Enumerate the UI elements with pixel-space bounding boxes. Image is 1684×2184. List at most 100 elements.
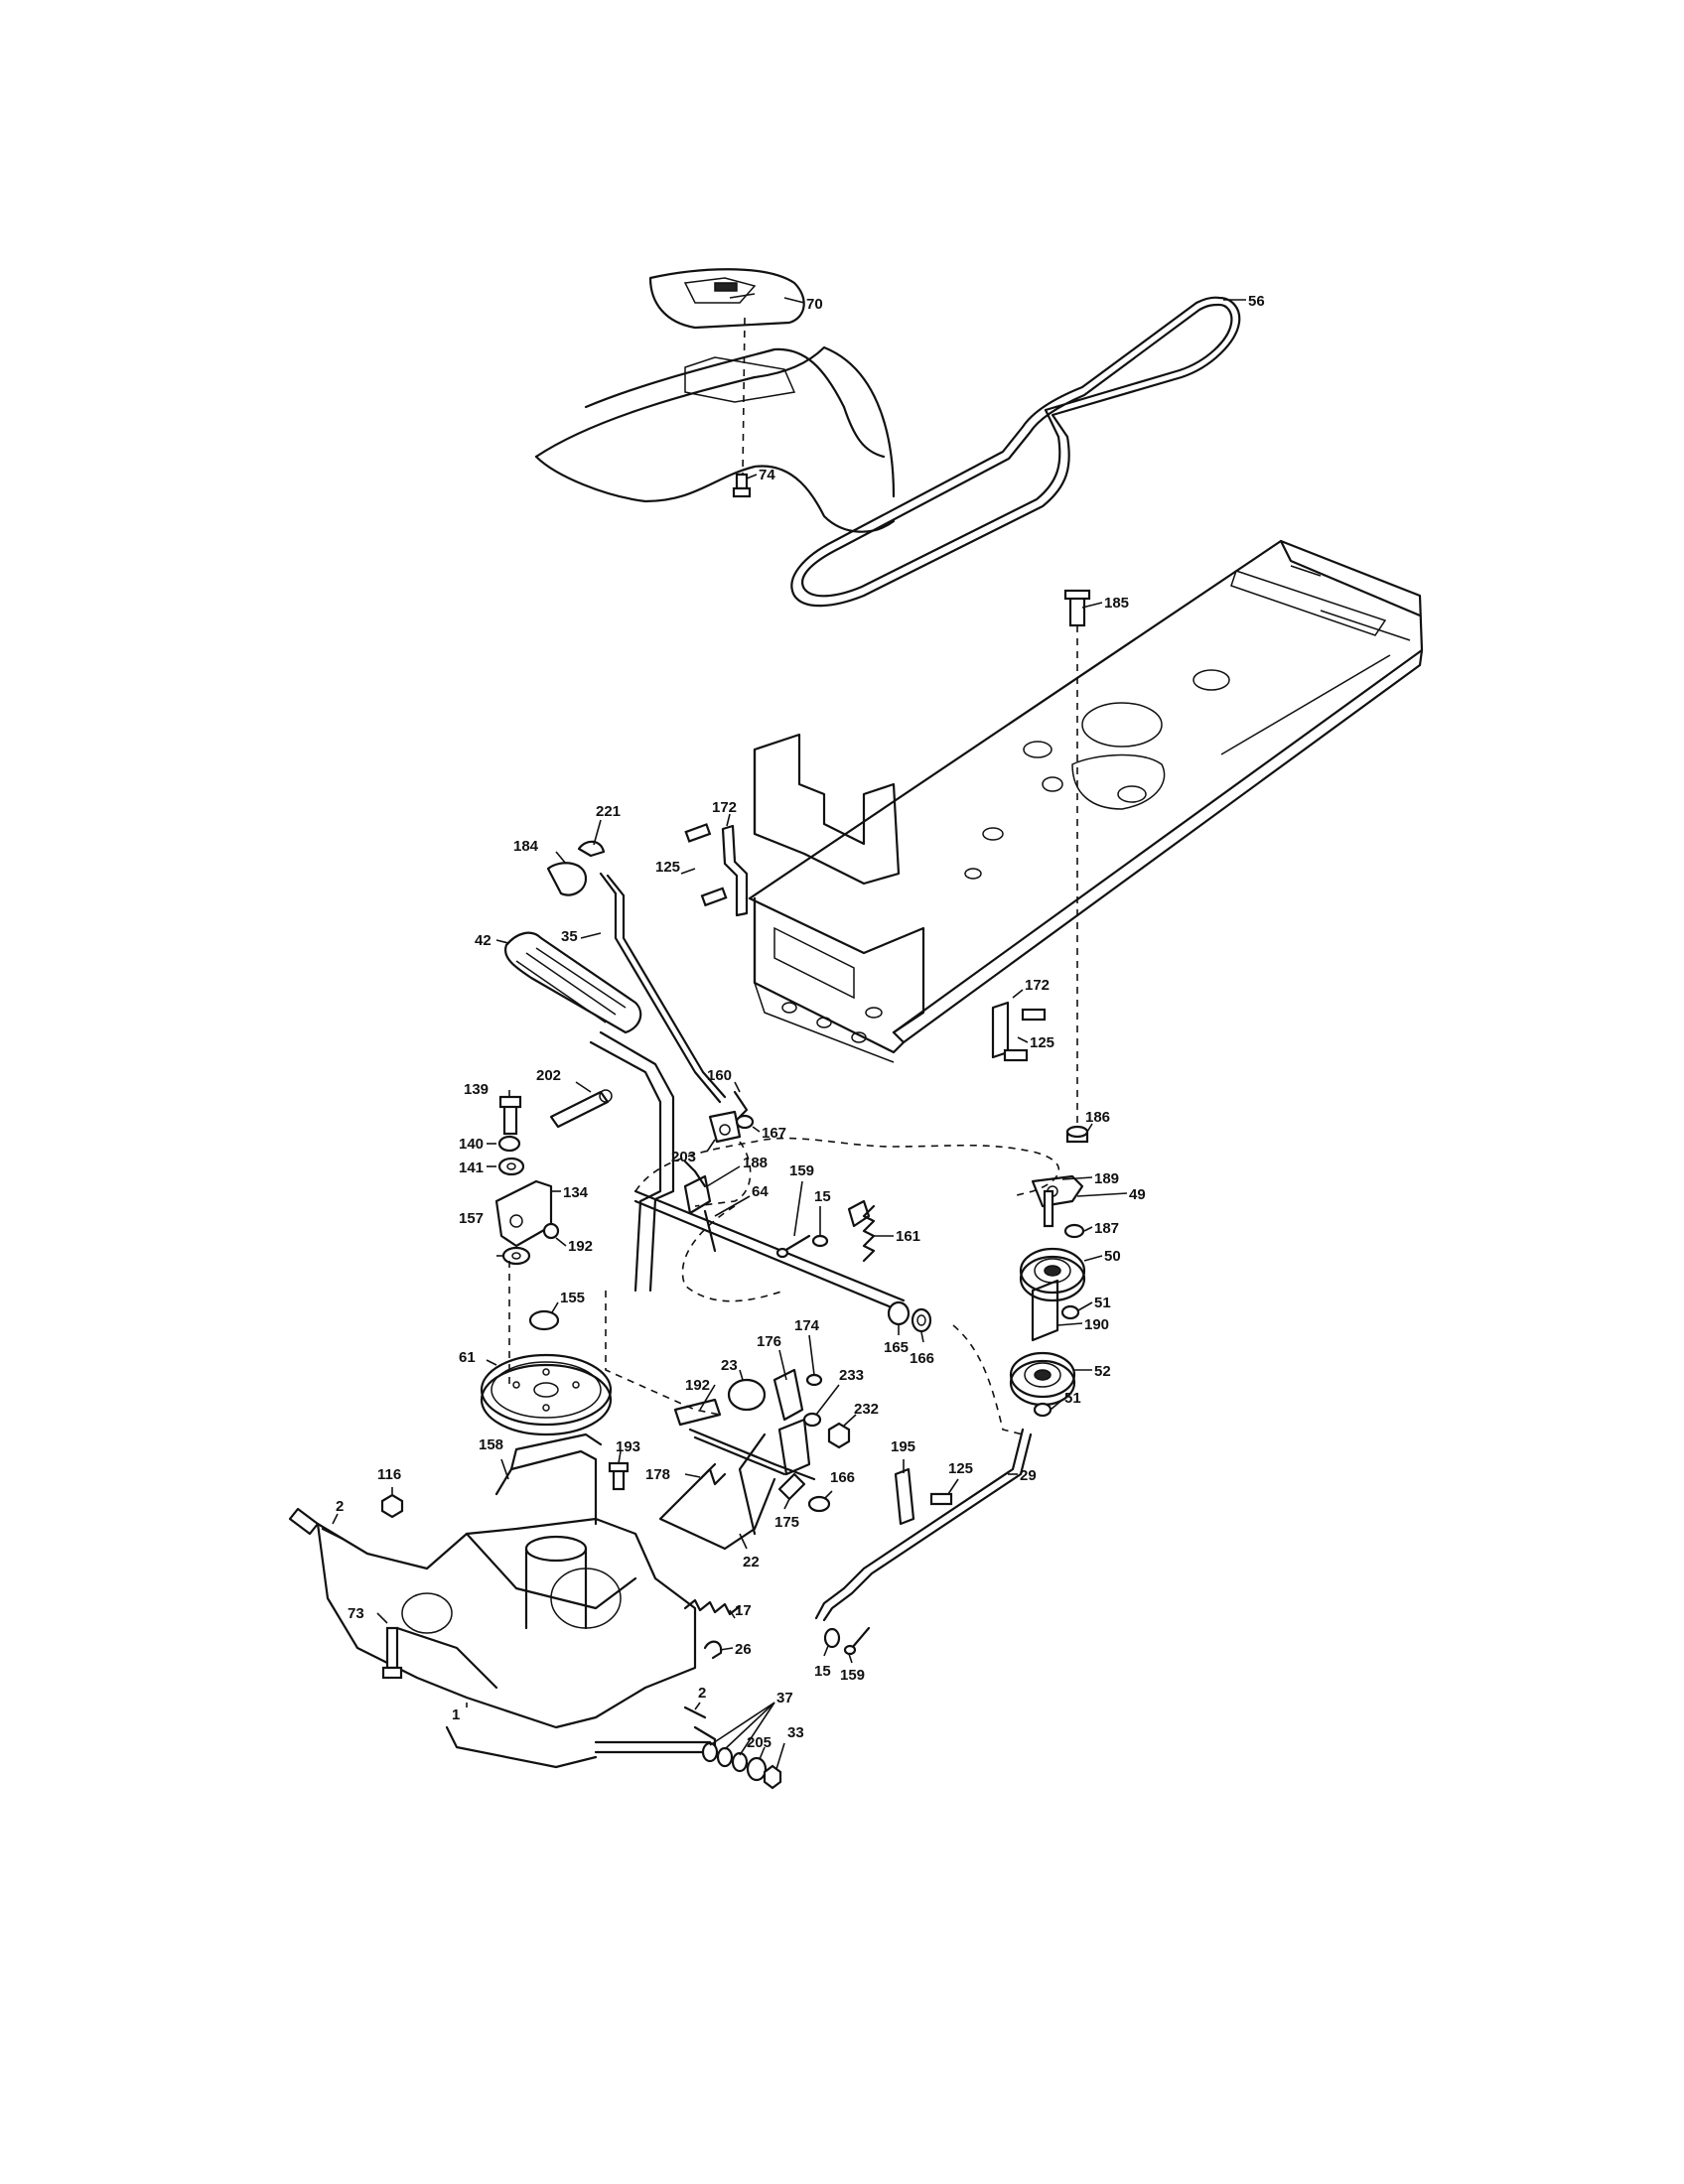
part-178-spring xyxy=(698,1467,727,1486)
callout-37: 37 xyxy=(776,1690,793,1706)
part-49-idler-arm xyxy=(1031,1174,1084,1208)
callout-125-lower: 125 xyxy=(1030,1034,1054,1051)
callout-159-lower: 159 xyxy=(840,1667,865,1684)
callout-42: 42 xyxy=(475,932,491,949)
callout-184: 184 xyxy=(513,838,539,855)
callout-175: 175 xyxy=(774,1514,799,1531)
part-1-transaxle xyxy=(288,1507,717,1769)
part-192-nut-left xyxy=(542,1222,560,1240)
part-141-washer xyxy=(497,1157,525,1176)
callout-205: 205 xyxy=(747,1734,772,1751)
part-22-lever xyxy=(658,1428,816,1551)
callout-190: 190 xyxy=(1084,1316,1109,1333)
part-125-bolts-lower xyxy=(1003,1008,1047,1062)
part-73-bolt xyxy=(381,1626,403,1680)
callout-17: 17 xyxy=(735,1602,752,1619)
part-37-washers xyxy=(701,1741,749,1773)
callout-33: 33 xyxy=(787,1724,804,1741)
leader-dash-idler xyxy=(634,1137,1060,1197)
callout-26: 26 xyxy=(735,1641,752,1658)
part-233-washer xyxy=(802,1412,822,1428)
callout-167: 167 xyxy=(762,1125,786,1142)
leader-dash-64 xyxy=(681,1205,785,1302)
callout-74: 74 xyxy=(759,467,775,483)
callout-70: 70 xyxy=(806,296,823,313)
part-17-spring xyxy=(683,1598,742,1616)
callout-2-upper: 2 xyxy=(336,1498,344,1515)
callout-192-left: 192 xyxy=(568,1238,593,1255)
callout-193: 193 xyxy=(616,1438,640,1455)
callout-158: 158 xyxy=(479,1436,503,1453)
callout-165: 165 xyxy=(884,1339,909,1356)
part-185-bolt xyxy=(1063,589,1091,627)
callout-195: 195 xyxy=(891,1438,915,1455)
part-33-nut xyxy=(763,1764,782,1790)
callout-51-upper: 51 xyxy=(1094,1295,1111,1311)
callout-187: 187 xyxy=(1094,1220,1119,1237)
part-187-washer xyxy=(1063,1223,1085,1239)
callout-35: 35 xyxy=(561,928,578,945)
callout-172-upper: 172 xyxy=(712,799,737,816)
part-166-washer-lower xyxy=(807,1495,831,1513)
part-202-rod xyxy=(549,1089,613,1129)
callout-56: 56 xyxy=(1248,293,1265,310)
part-232-nut xyxy=(827,1422,851,1449)
part-186-bushing xyxy=(1065,1125,1089,1144)
callout-22: 22 xyxy=(743,1554,760,1570)
fender-body xyxy=(534,345,896,533)
part-15-washer-upper xyxy=(811,1234,829,1248)
part-51-nut-lower xyxy=(1033,1402,1052,1418)
part-125-bolts-upper xyxy=(684,823,728,907)
part-2-pin-lower xyxy=(683,1706,707,1719)
callout-189: 189 xyxy=(1094,1170,1119,1187)
callout-186: 186 xyxy=(1085,1109,1110,1126)
part-159-bolt-upper xyxy=(775,1234,811,1259)
callout-202: 202 xyxy=(536,1067,561,1084)
part-221-clip xyxy=(577,840,606,858)
callout-140: 140 xyxy=(459,1136,484,1153)
part-166-washer-upper xyxy=(911,1307,932,1333)
part-139-bolt xyxy=(498,1095,522,1136)
part-159-bolt-lower xyxy=(843,1626,871,1656)
callout-125-lower2: 125 xyxy=(948,1460,973,1477)
callout-159-upper: 159 xyxy=(789,1162,814,1179)
part-134-bracket xyxy=(494,1179,553,1248)
part-203-link xyxy=(708,1110,742,1144)
callout-15-lower: 15 xyxy=(814,1663,831,1680)
part-165-bushing xyxy=(887,1300,911,1326)
part-176-bracket xyxy=(772,1368,811,1476)
part-161-spring xyxy=(847,1199,876,1263)
leader-dash-70-74 xyxy=(742,317,746,476)
part-184-knob xyxy=(546,862,588,896)
part-155-ring xyxy=(528,1309,560,1331)
leader-dash-52-29 xyxy=(952,1324,1024,1435)
part-2-pin-upper xyxy=(321,1527,345,1541)
callout-116: 116 xyxy=(377,1466,401,1483)
part-15-washer-lower xyxy=(823,1627,841,1649)
callout-2-lower: 2 xyxy=(698,1685,706,1702)
part-189-bolt xyxy=(1043,1189,1054,1228)
callout-166-lower: 166 xyxy=(830,1469,855,1486)
part-190-bracket xyxy=(1031,1279,1059,1342)
callout-23: 23 xyxy=(721,1357,738,1374)
callout-50: 50 xyxy=(1104,1248,1121,1265)
callout-29: 29 xyxy=(1020,1467,1037,1484)
callout-166-upper: 166 xyxy=(910,1350,934,1367)
part-23-disc xyxy=(727,1378,767,1412)
part-157-washer xyxy=(501,1246,531,1266)
part-174-bolt xyxy=(805,1373,823,1387)
callout-221: 221 xyxy=(596,803,621,820)
part-74-screw xyxy=(732,473,752,498)
part-172-bracket-upper xyxy=(721,824,749,917)
callout-141: 141 xyxy=(459,1160,484,1176)
part-193-bolt xyxy=(608,1461,630,1491)
part-52-pulley xyxy=(1009,1351,1076,1407)
callout-185: 185 xyxy=(1104,595,1129,612)
callout-134: 134 xyxy=(563,1184,589,1201)
callout-233: 233 xyxy=(839,1367,864,1384)
callout-178: 178 xyxy=(645,1466,670,1483)
part-116-nut xyxy=(380,1493,404,1519)
callout-172-lower: 172 xyxy=(1025,977,1050,994)
callout-192-lower: 192 xyxy=(685,1377,710,1394)
